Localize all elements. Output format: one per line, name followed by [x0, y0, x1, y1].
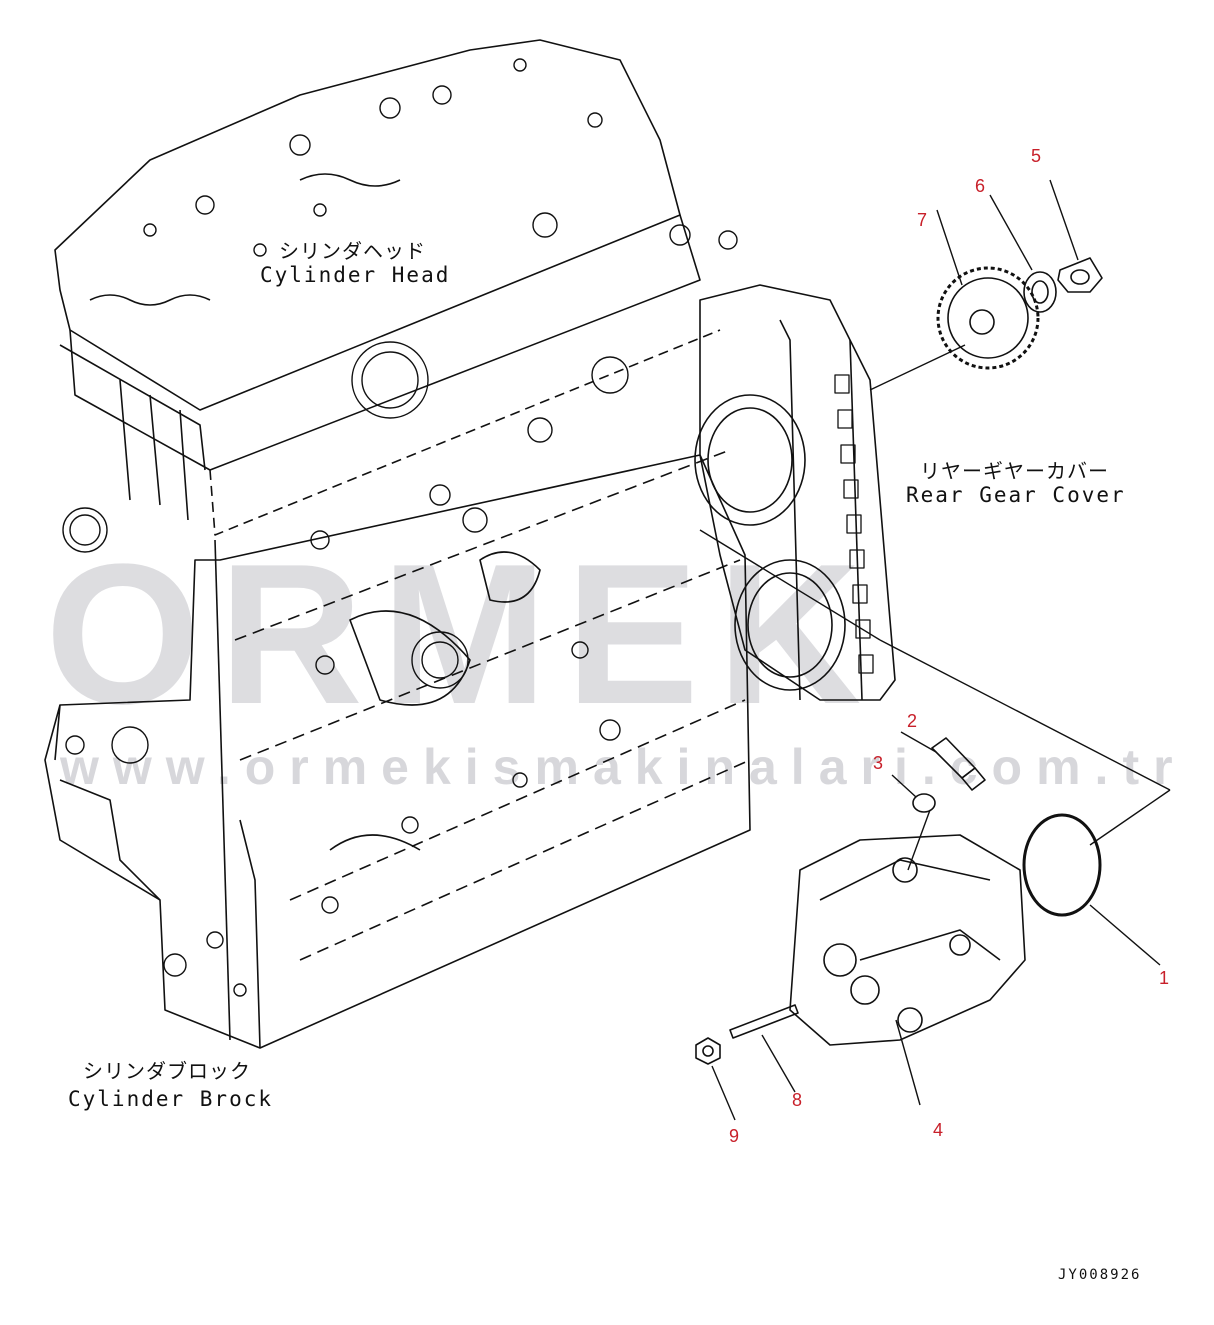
- part-oring-3: [912, 793, 936, 813]
- drawing-id: JY008926: [1058, 1267, 1142, 1283]
- rear-gear-cover-outline: [694, 284, 896, 701]
- part-gear-7: [936, 266, 1040, 370]
- callout-9: 9: [729, 1126, 740, 1146]
- callout-3: 3: [873, 753, 884, 773]
- cylinder-block-outline: [44, 341, 751, 1049]
- rear-gear-cover-label-en: Rear Gear Cover: [906, 483, 1126, 507]
- cylinder-head-label-jp: シリンダヘッド: [279, 239, 426, 263]
- part-fuel-pump-4: [789, 834, 1026, 1046]
- watermark-url: www.ormekismakinalari.com.tr: [60, 739, 1187, 795]
- cylinder-head-label-en: Cylinder Head: [260, 263, 451, 287]
- cylinder-head-outline: [54, 39, 738, 536]
- part-sensor-2: [931, 737, 986, 791]
- callout-2: 2: [907, 711, 918, 731]
- callout-7: 7: [917, 210, 928, 230]
- part-washer-6: [1023, 271, 1057, 313]
- callout-1: 1: [1159, 968, 1170, 988]
- leader-lines: [699, 179, 1171, 1121]
- part-nut-5: [1057, 257, 1103, 293]
- part-nut-9: [695, 1037, 721, 1065]
- cylinder-block-label-jp: シリンダブロック: [83, 1059, 251, 1083]
- cylinder-block-label-en: Cylinder Brock: [68, 1087, 274, 1111]
- part-oring-1: [1022, 813, 1102, 917]
- callout-8: 8: [792, 1090, 803, 1110]
- callout-4: 4: [933, 1120, 944, 1140]
- rear-gear-cover-label-jp: リヤーギヤーカバー: [920, 459, 1109, 483]
- part-stud-8: [729, 1004, 799, 1039]
- callout-6: 6: [975, 176, 986, 196]
- callout-5: 5: [1031, 146, 1042, 166]
